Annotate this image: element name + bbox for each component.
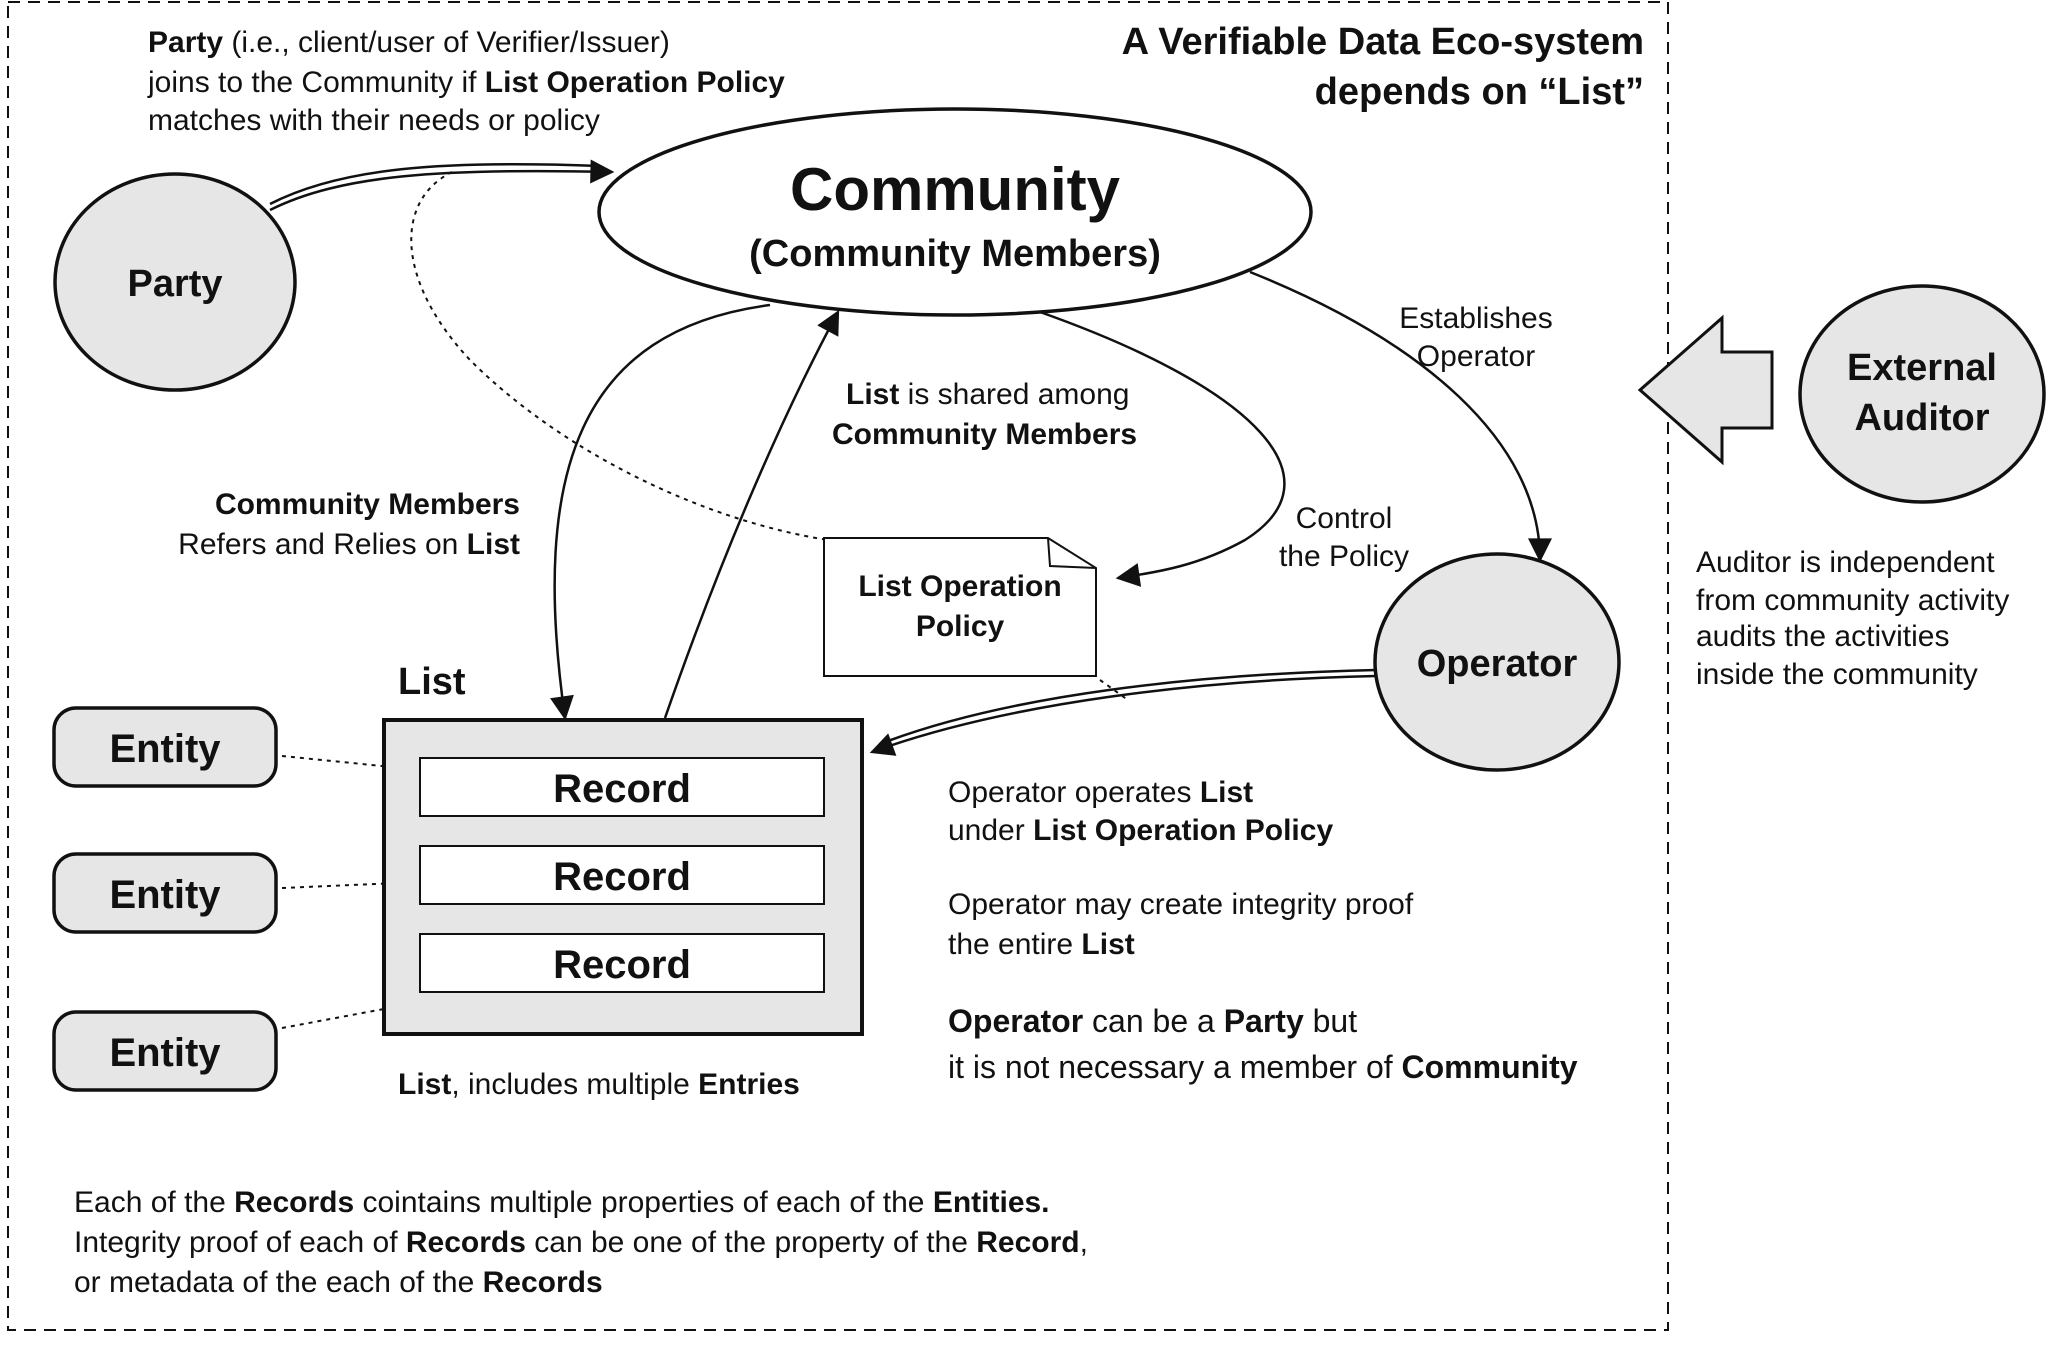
entity-3-label: Entity xyxy=(109,1031,221,1075)
establishes-label-line1: Establishes xyxy=(1399,302,1552,335)
entity-3-box xyxy=(52,1010,278,1092)
refers-label-line2: Refers and Relies on List xyxy=(178,528,520,561)
control-label-line1: Control xyxy=(1296,502,1393,535)
external-auditor-node xyxy=(1798,284,2046,504)
auditor-note-line1: Auditor is independent xyxy=(1696,546,1995,579)
party-note-line2: joins to the Community if List Operation… xyxy=(147,66,785,99)
community-title: Community xyxy=(790,156,1121,223)
diagram-title-line1: A Verifiable Data Eco-system xyxy=(1122,21,1644,63)
party-label: Party xyxy=(127,263,222,305)
operator-to-list-arrow xyxy=(869,674,1377,756)
party-to-community-arrow xyxy=(269,159,615,212)
record-2-label: Record xyxy=(553,855,691,899)
list-to-community-arrow xyxy=(663,309,840,719)
policy-document-fold xyxy=(1047,537,1097,569)
record-3-box xyxy=(419,933,825,993)
operator-note-line2: under List Operation Policy xyxy=(948,814,1333,847)
community-node xyxy=(597,107,1313,317)
diagram-title-line2: depends on “List” xyxy=(1315,71,1644,113)
party-policy-dotted-link xyxy=(410,171,829,541)
shared-label-line2: Community Members xyxy=(832,418,1137,451)
audit-arrow-icon xyxy=(1637,314,1774,466)
policy-document-icon xyxy=(823,537,1097,677)
community-subtitle: (Community Members) xyxy=(749,233,1161,275)
record-3-label: Record xyxy=(553,943,691,987)
operator-note-line4: the entire List xyxy=(948,928,1135,961)
list-title: List xyxy=(398,661,466,703)
community-to-list-arrow xyxy=(550,303,771,721)
establishes-label-line2: Operator xyxy=(1417,340,1535,373)
record-1-box xyxy=(419,757,825,817)
policy-label-line2: Policy xyxy=(916,610,1005,643)
policy-label-line1: List Operation xyxy=(858,570,1061,603)
auditor-note-line2: from community activity xyxy=(1696,584,2009,617)
entity-1-label: Entity xyxy=(109,727,221,771)
ecosystem-boundary xyxy=(7,1,1669,1331)
party-note-line3: matches with their needs or policy xyxy=(148,104,600,137)
entity-1-box xyxy=(52,706,278,788)
shared-label-line1: List is shared among xyxy=(846,378,1129,411)
policy-operator-dotted-link xyxy=(1099,679,1129,701)
operator-note-line1: Operator operates List xyxy=(948,776,1253,809)
operator-note-line6: it is not necessary a member of Communit… xyxy=(948,1049,1578,1085)
refers-label-line1: Community Members xyxy=(215,488,520,521)
operator-to-list-arrow-inner xyxy=(879,668,1377,746)
operator-note-line5: Operator can be a Party but xyxy=(948,1003,1357,1039)
operator-label: Operator xyxy=(1417,643,1578,685)
footer-line1: Each of the Records cointains multiple p… xyxy=(74,1186,1050,1219)
community-to-operator-arrow xyxy=(1249,270,1552,563)
party-note-line1: Party (i.e., client/user of Verifier/Iss… xyxy=(148,26,670,59)
footer-line3: or metadata of the each of the Records xyxy=(74,1266,603,1299)
auditor-note-line4: inside the community xyxy=(1696,658,1978,691)
entity-2-label: Entity xyxy=(109,873,221,917)
footer-line2: Integrity proof of each of Records can b… xyxy=(74,1226,1088,1259)
entity-2-box xyxy=(52,852,278,934)
record-1-label: Record xyxy=(553,767,691,811)
party-to-community-arrow-inner xyxy=(269,162,601,206)
community-to-policy-arrow xyxy=(1039,310,1286,587)
list-includes-label: List, includes multiple Entries xyxy=(398,1068,800,1101)
operator-node xyxy=(1373,552,1621,772)
record-2-box xyxy=(419,845,825,905)
operator-note-line3: Operator may create integrity proof xyxy=(948,888,1414,921)
auditor-note-line3: audits the activities xyxy=(1696,620,1949,653)
external-auditor-label-line1: External xyxy=(1847,347,1997,389)
external-auditor-label-line2: Auditor xyxy=(1854,397,1989,439)
control-label-line2: the Policy xyxy=(1279,540,1409,573)
party-node xyxy=(53,172,297,392)
